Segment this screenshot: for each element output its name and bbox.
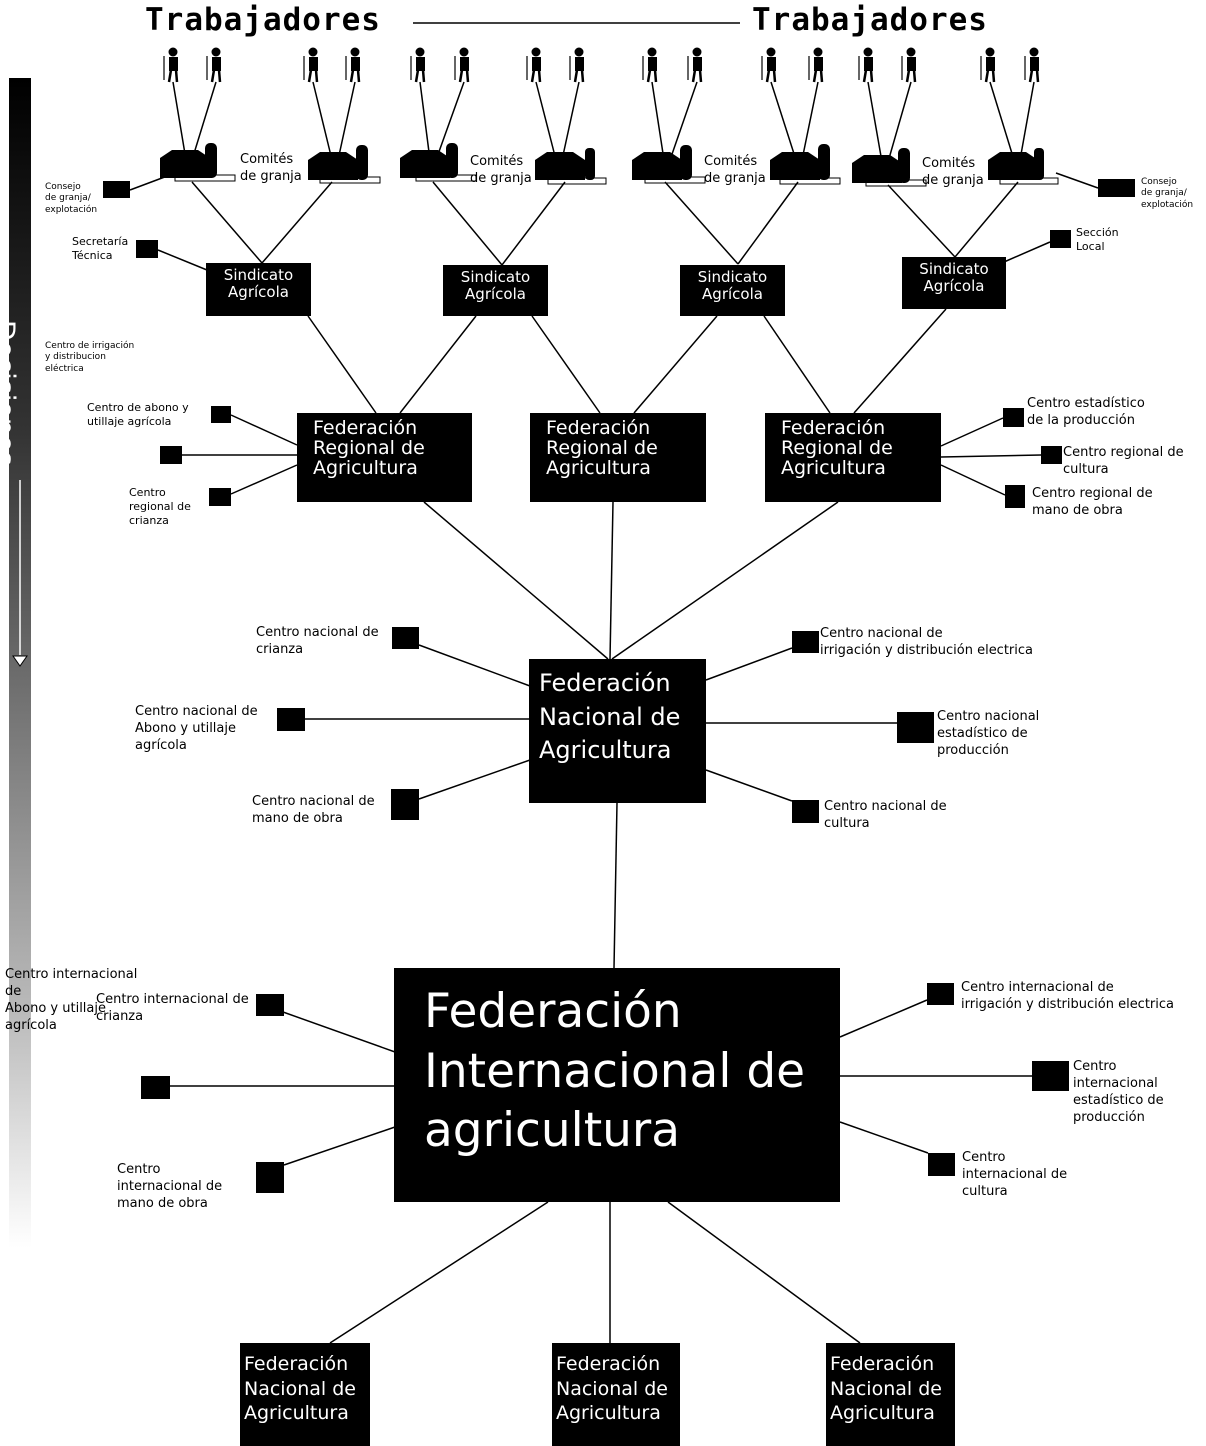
farm-icon [400, 143, 477, 182]
comites-label: Comités de granja [470, 154, 532, 186]
worker-icon [761, 47, 777, 83]
cart-icon [141, 1076, 170, 1099]
nacional-cultura-label: Centro nacional de cultura [824, 799, 947, 831]
culture-icon [792, 800, 819, 823]
worker-hoe-icon [256, 1162, 284, 1193]
nacional-irrigacion-label: Centro nacional de irrigación y distribu… [820, 626, 1034, 658]
comites-label: Comités de granja [704, 154, 766, 186]
workers-row [163, 47, 1040, 83]
federacion-nacional-box: Federación Nacional de Agricultura [826, 1343, 955, 1446]
regional-irrigacion-label: Centro de irrigación y distribucion eléc… [45, 341, 135, 374]
worker-icon [642, 47, 658, 83]
worker-icon [410, 47, 426, 83]
consejo-right-label: Consejo de granja/ explotación [1141, 177, 1194, 210]
federacion-nacional-box: Federación Nacional de Agricultura [240, 1343, 370, 1446]
comites-label: Comités de granja [922, 156, 984, 188]
federacion-regional-box: Federación Regional de Agricultura [530, 413, 706, 502]
nacional-crianza-label: Centro nacional de crianza [256, 625, 379, 657]
worker-icon [980, 47, 996, 83]
seccion-local-label: Sección Local [1076, 226, 1119, 253]
worker-icon [858, 47, 874, 83]
irrigation-icon [792, 631, 819, 653]
worker-icon [454, 47, 470, 83]
farm-icon [988, 148, 1059, 185]
header-workers-left: Trabajadores [145, 2, 381, 38]
federacion-nacional-box: Federación Nacional de Agricultura [552, 1343, 680, 1446]
nacional-abono-label: Centro nacional de Abono y utillaje agrí… [135, 704, 258, 753]
farm-icon [632, 145, 706, 184]
tractor-icon [136, 240, 158, 258]
regional-abono-label: Centro de abono y utillaje agrícola [87, 401, 189, 428]
worker-hoe-icon [391, 789, 419, 820]
farm-icon [535, 148, 607, 185]
federacion-regional-box: Federación Regional de Agricultura [765, 413, 941, 502]
sindicato-box: Sindicato Agrícola [902, 257, 1006, 309]
internacional-cultura-label: Centro internacional de cultura [962, 1150, 1068, 1199]
sindicato-box: Sindicato Agrícola [206, 263, 311, 316]
arrow-down-icon [12, 480, 28, 667]
worker-icon [206, 47, 222, 83]
federacion-nacional-box: Federación Nacional de Agricultura [529, 659, 706, 803]
farm-icon [308, 145, 381, 184]
irrigation-icon [160, 446, 182, 464]
seccion-local-icon [1050, 230, 1071, 248]
cow-icon [256, 994, 284, 1016]
internacional-irrigacion-label: Centro internacional de irrigación y dis… [961, 980, 1175, 1012]
header-workers-right: Trabajadores [752, 2, 988, 38]
culture-icon [928, 1153, 955, 1176]
irrigation-icon [927, 983, 954, 1005]
federacion-regional-box: Federación Regional de Agricultura [297, 413, 472, 502]
statistics-icon [1003, 408, 1024, 427]
farm-icon [852, 148, 927, 187]
worker-icon [303, 47, 319, 83]
federacion-internacional-box: Federación Internacional de agricultura [394, 968, 840, 1202]
worker-icon [569, 47, 585, 83]
regional-cultura-label: Centro regional de cultura [1063, 445, 1184, 477]
cow-icon [392, 627, 419, 649]
consejo-left-label: Consejo de granja/ explotación [45, 182, 98, 215]
statistics-icon [1032, 1061, 1069, 1091]
regional-crianza-label: Centro regional de crianza [129, 486, 191, 527]
secretaria-label: Secretaría Técnica [72, 235, 129, 262]
worker-icon [163, 47, 179, 83]
farm-icon [770, 144, 841, 185]
consejo-right-icon [1098, 179, 1135, 197]
cow-icon [209, 488, 231, 506]
regional-estadistico-label: Centro estadístico de la producción [1027, 396, 1145, 428]
internacional-crianza-label: Centro internacional de crianza [96, 992, 249, 1024]
worker-icon [1024, 47, 1040, 83]
internacional-abono-label: Centro internacional de Abono y utillaje… [5, 967, 138, 1033]
nacional-estadistico-label: Centro nacional estadístico de producció… [937, 709, 1040, 758]
nacional-mano-obra-label: Centro nacional de mano de obra [252, 794, 375, 826]
worker-icon [901, 47, 917, 83]
internacional-mano-obra-label: Centro internacional de mano de obra [117, 1162, 223, 1211]
sindicato-box: Sindicato Agrícola [680, 265, 785, 316]
consejo-left-icon [103, 181, 130, 198]
sindicato-box: Sindicato Agrícola [443, 265, 548, 316]
farm-icon [160, 143, 236, 182]
cart-icon [211, 406, 231, 423]
statistics-icon [897, 712, 934, 743]
decisions-label: Decisiones [0, 320, 20, 466]
worker-icon [808, 47, 824, 83]
comites-label: Comités de granja [240, 152, 302, 184]
culture-icon [1041, 446, 1062, 464]
worker-hoe-icon [1005, 485, 1025, 508]
worker-icon [345, 47, 361, 83]
worker-icon [687, 47, 703, 83]
internacional-estadistico-label: Centro internacional estadístico de prod… [1073, 1059, 1164, 1125]
cart-icon [277, 708, 305, 731]
worker-icon [526, 47, 542, 83]
regional-mano-obra-label: Centro regional de mano de obra [1032, 486, 1153, 518]
